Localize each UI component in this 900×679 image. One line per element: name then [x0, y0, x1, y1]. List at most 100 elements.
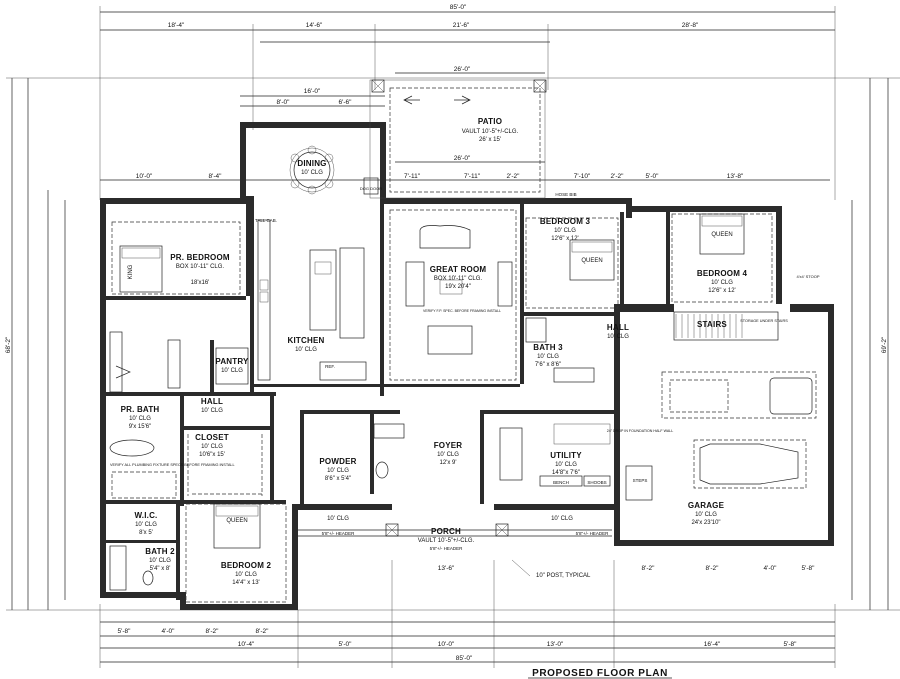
bottom-dim: 8'-2"	[256, 628, 270, 635]
foyer-label: FOYER	[434, 441, 463, 450]
bedroom-3: QUEEN BEDROOM 3 10' CLG 12'6" x 12'	[525, 217, 619, 309]
garage-size: 24'x 23'10"	[691, 520, 720, 526]
wic-ceiling: 10' CLG	[135, 522, 157, 528]
pr-bath-size: 9'x 15'6"	[129, 424, 151, 430]
kitchen-ceiling: 10' CLG	[295, 347, 317, 353]
bath3-label: BATH 3	[533, 343, 563, 352]
top-dim: 7'-10"	[574, 173, 591, 180]
dining-label: DINING	[297, 159, 326, 168]
closet-label: CLOSET	[195, 433, 229, 442]
hall-west-label: HALL	[201, 397, 223, 406]
garage-label: GARAGE	[688, 501, 725, 510]
overall-right-dim: 69'-2"	[881, 336, 888, 353]
kitchen-label: KITCHEN	[288, 336, 325, 345]
closet-size: 10'6"x 15'	[199, 452, 225, 458]
bedroom4-size: 12'6" x 12'	[708, 288, 735, 294]
bottom-dim: 8'-2"	[706, 565, 720, 572]
hall-east-label: HALL	[607, 323, 629, 332]
drawing-title: PROPOSED FLOOR PLAN	[528, 668, 672, 679]
porch-label: PORCH	[431, 527, 461, 536]
bottom-dim: 16'-4"	[704, 641, 721, 648]
bottom-dimension-lines	[99, 560, 836, 668]
overall-top-dim: 85'-0"	[450, 4, 467, 11]
storage-note: STORAGE UNDER STAIRS	[740, 319, 788, 323]
front-porch: 10' CLG 10' CLG PORCH VAULT 10'-5"+/-CLG…	[298, 516, 612, 579]
bottom-dim: 4'-0"	[162, 628, 176, 635]
closet-ceiling: 10' CLG	[201, 444, 223, 450]
foyer-ceiling: 10' CLG	[437, 452, 459, 458]
hall-west-ceiling: 10' CLG	[201, 408, 223, 414]
side-dimension-texts: 68'-2" 69'-2"	[5, 336, 888, 353]
bedroom2-ceiling: 10' CLG	[235, 572, 257, 578]
wic-label: W.I.C.	[135, 511, 158, 520]
porch-ceiling: VAULT 10'-5"+/-CLG.	[418, 538, 475, 544]
top-dim: 26'-0"	[454, 155, 471, 162]
great-room-size: 19'x 20'4"	[445, 284, 471, 290]
bedroom3-ceiling: 10' CLG	[554, 228, 576, 234]
top-dim: 18'-4"	[168, 22, 185, 29]
ref-note: REF.	[325, 364, 335, 369]
plumbing-note: VERIFY ALL PLUMBING FIXTURE SPECS BEFORE…	[110, 463, 235, 467]
patio-area: PATIO VAULT 10'-5"+/-CLG. 26' x 15'	[369, 79, 547, 199]
pantry-ceiling: 10' CLG	[221, 368, 243, 374]
verify-fp-note: VERIFY F.P. SPEC. BEFORE FRAMING INSTALL	[423, 309, 501, 313]
overall-left-dim: 68'-2"	[5, 336, 12, 353]
bottom-dim: 5'-8"	[784, 641, 798, 648]
pantry-label: PANTRY	[215, 357, 249, 366]
powder-ceiling: 10' CLG	[327, 468, 349, 474]
overall-bottom-dim: 85'-0"	[456, 655, 473, 662]
top-dim: 13'-8"	[727, 173, 744, 180]
queen-bed-label: QUEEN	[581, 258, 602, 264]
top-dim: 5'-0"	[646, 173, 660, 180]
top-dim: 6'-6"	[339, 99, 353, 106]
interior-walls	[106, 196, 670, 600]
bottom-dim: 5'-8"	[802, 565, 816, 572]
king-bed-label: KING	[128, 264, 134, 279]
garage: GARAGE 10' CLG 24'x 23'10"	[661, 371, 817, 526]
utility-size: 14'8"x 7'6"	[552, 470, 580, 476]
utility-label: UTILITY	[550, 451, 582, 460]
header-left-note: 5'8"+/- HEADER	[322, 531, 356, 536]
bedroom-2-suite: W.I.C. 10' CLG 8'x 5' BATH 2 10' CLG 5'4…	[109, 503, 287, 603]
east-hall-stairs: HALL 10' CLG STAIRS STORAGE UNDER STAIRS…	[525, 274, 820, 383]
center-rooms: POWDER 10' CLG 8'6" x 5'4" FOYER 10' CLG…	[319, 423, 673, 501]
pr-bath-ceiling: 10' CLG	[129, 416, 151, 422]
plan-title: PROPOSED FLOOR PLAN	[532, 668, 668, 679]
queen-bed-label: QUEEN	[226, 518, 247, 524]
bedroom4-ceiling: 10' CLG	[711, 280, 733, 286]
bottom-dim: 13'-0"	[547, 641, 564, 648]
post-note: 10" POST, TYPICAL	[536, 573, 591, 579]
bottom-dim: 13'-6"	[438, 565, 455, 572]
tall-cab-note: TALL CAB.	[255, 218, 277, 223]
bath2-label: BATH 2	[145, 547, 175, 556]
steps-note: STEPS	[633, 478, 648, 483]
bottom-dim: 5'-0"	[339, 641, 353, 648]
dog-door-note: DOG DOOR	[360, 186, 382, 191]
bath3-ceiling: 10' CLG	[537, 354, 559, 360]
bottom-dim: 8'-2"	[642, 565, 656, 572]
dining-room: DINING 10' CLG DOG DOOR	[289, 145, 382, 195]
great-room-label: GREAT ROOM	[430, 265, 487, 274]
exterior-walls	[100, 122, 834, 610]
top-dimension-lines	[99, 6, 836, 200]
porch-clg-left: 10' CLG	[327, 516, 349, 522]
bedroom2-size: 14'4" x 13'	[232, 580, 259, 586]
top-dimension-texts: 85'-0" 18'-4" 14'-6" 21'-6" 28'-8" 16'-0…	[136, 4, 744, 180]
top-dim: 2'-2"	[507, 173, 521, 180]
top-dim: 8'-4"	[209, 173, 223, 180]
patio-ceiling: VAULT 10'-5"+/-CLG.	[462, 129, 519, 135]
top-dim: 28'-8"	[682, 22, 699, 29]
bottom-dim: 10'-0"	[438, 641, 455, 648]
great-room: GREAT ROOM BOX 10'-11" CLG. 19'x 20'4" V…	[389, 209, 517, 381]
bottom-dim: 8'-2"	[206, 628, 220, 635]
stair-treads	[673, 311, 779, 341]
wic-size: 8'x 5'	[139, 530, 153, 536]
stairs-label: STAIRS	[697, 320, 727, 329]
top-dim: 2'-2"	[611, 173, 625, 180]
shoes-note: SHOOBS	[587, 480, 606, 485]
primary-bedroom: KING PR. BEDROOM BOX 10'-11" CLG. 18'x16…	[111, 221, 241, 295]
top-dim: 26'-0"	[454, 66, 471, 73]
top-dim: 10'-0"	[136, 173, 153, 180]
dining-ceiling: 10' CLG	[301, 170, 323, 176]
